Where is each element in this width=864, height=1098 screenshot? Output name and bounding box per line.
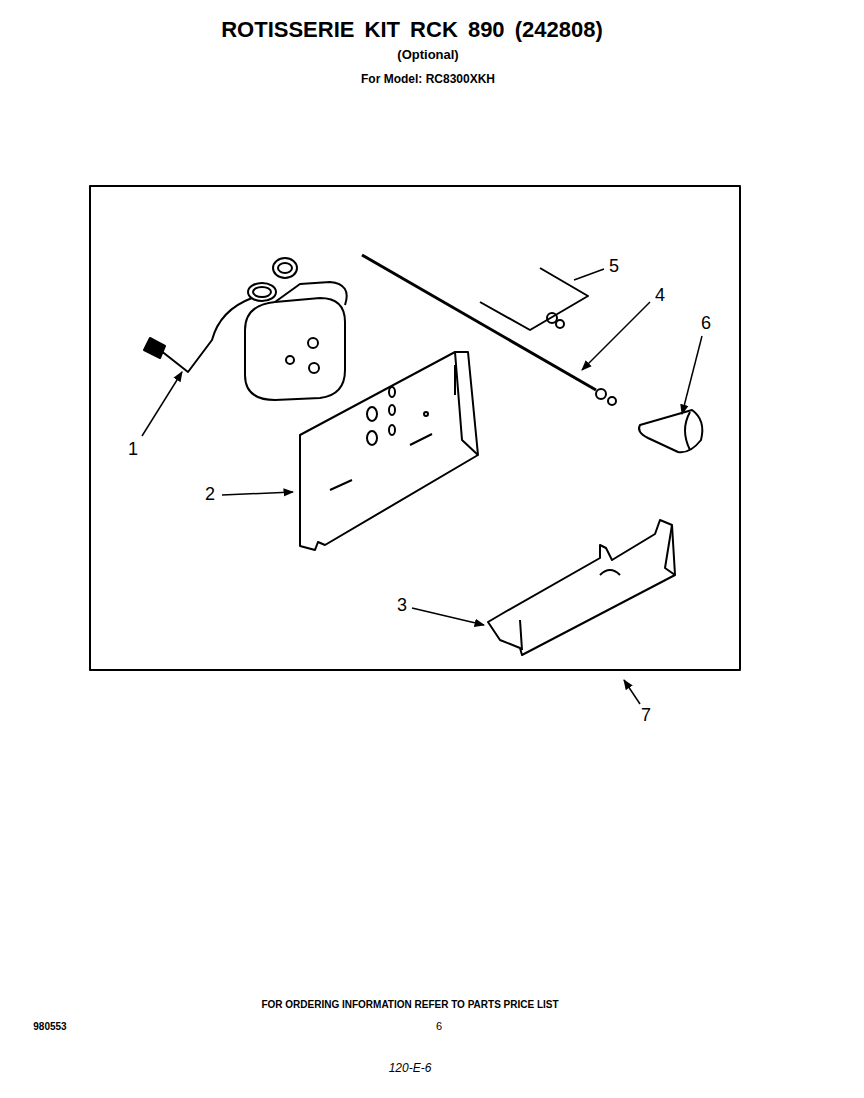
subtitle: (Optional) xyxy=(397,48,458,62)
page-number: 6 xyxy=(436,1020,442,1032)
kit-frame xyxy=(90,186,740,670)
spit-fork xyxy=(480,268,588,330)
callout-number: 3 xyxy=(397,596,407,616)
motor xyxy=(144,258,347,400)
handwritten-code: 120-E-6 xyxy=(389,1062,432,1075)
callout-number: 6 xyxy=(701,314,711,334)
callout-number: 7 xyxy=(641,706,651,726)
spit-handle xyxy=(639,410,702,452)
handle-end xyxy=(685,412,690,450)
leader-lines xyxy=(142,269,702,704)
page-title: ROTISSERIE KIT RCK 890 (242808) xyxy=(221,18,603,42)
spit-support xyxy=(488,520,675,655)
document-number: 980553 xyxy=(33,1021,66,1032)
callout-number: 2 xyxy=(205,485,215,505)
footer-note: FOR ORDERING INFORMATION REFER TO PARTS … xyxy=(261,999,558,1010)
motor-bracket xyxy=(300,352,478,550)
model-note: For Model: RC8300XKH xyxy=(361,73,495,86)
callout-number: 1 xyxy=(128,440,138,460)
callout-number: 5 xyxy=(609,257,619,277)
spit-rod xyxy=(362,255,616,405)
callout-number: 4 xyxy=(655,286,665,306)
